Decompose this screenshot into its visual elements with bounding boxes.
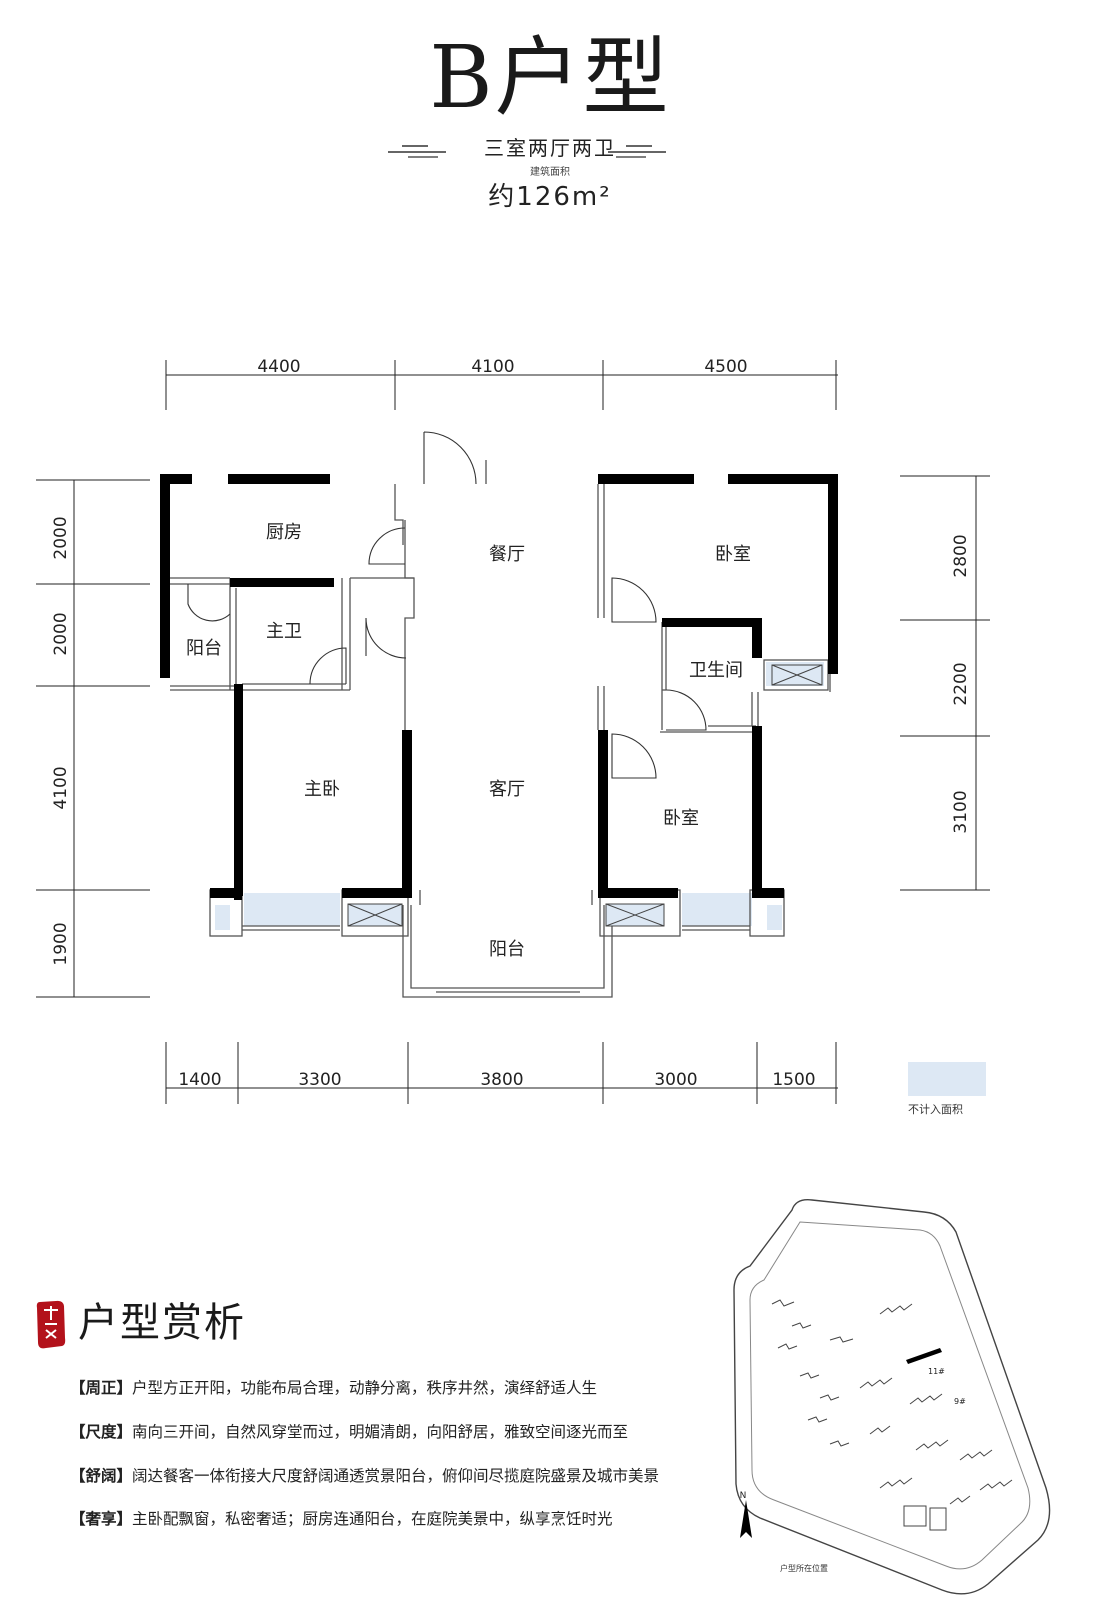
analysis-text: 主卧配飘窗，私密奢适；厨房连通阳台，在庭院美景中，纵享烹饪时光: [132, 1510, 613, 1528]
legend-swatch: [908, 1062, 986, 1096]
right-ornament: [608, 145, 666, 158]
dim-left-2: 2000: [51, 612, 71, 655]
north-arrow-icon: [740, 1500, 752, 1538]
analysis-title: 户型赏析: [78, 1300, 246, 1346]
building-label-9: 9#: [954, 1397, 966, 1406]
analysis-item: 【舒阔】阔达餐客一体衔接大尺度舒阔通透赏景阳台，俯仰间尽揽庭院盛景及城市美景: [70, 1464, 770, 1486]
area-label: 建筑面积: [530, 167, 570, 178]
floor-plan: 4400 4100 4500 1400 3300 3800 3000 1500 …: [36, 357, 990, 1104]
dim-right-2: 2200: [951, 662, 971, 705]
dim-right-1: 2800: [951, 534, 971, 577]
seal-stamp-icon: [36, 1300, 66, 1349]
north-label: N: [740, 1491, 747, 1501]
dim-bottom-4: 3000: [654, 1070, 697, 1090]
room-kitchen: 厨房: [266, 522, 302, 543]
legend-label: 不计入面积: [908, 1103, 963, 1116]
analysis-text: 南向三开间，自然风穿堂而过，明媚清朗，向阳舒居，雅致空间逐光而至: [132, 1423, 629, 1441]
room-master-bedroom: 主卧: [304, 779, 340, 800]
analysis-key: 【舒阔】: [70, 1467, 133, 1485]
room-dining: 餐厅: [489, 544, 525, 565]
dim-left-4: 1900: [51, 922, 71, 965]
dim-top-3: 4500: [704, 357, 747, 377]
area-value: 约126m²: [488, 182, 612, 212]
dim-top-1: 4400: [257, 357, 300, 377]
dim-bottom-5: 1500: [772, 1070, 815, 1090]
dim-left-1: 2000: [51, 516, 71, 559]
room-bedroom-ne: 卧室: [715, 544, 751, 565]
dim-bottom-1: 1400: [178, 1070, 221, 1090]
dim-right-3: 3100: [951, 790, 971, 833]
analysis-item: 【奢享】主卧配飘窗，私密奢适；厨房连通阳台，在庭院美景中，纵享烹饪时光: [70, 1507, 770, 1529]
analysis-text: 户型方正开阳，功能布局合理，动静分离，秩序井然，演绎舒适人生: [132, 1379, 598, 1397]
room-balcony-w: 阳台: [186, 638, 222, 659]
room-balcony-s: 阳台: [489, 939, 525, 960]
room-bedroom-se: 卧室: [663, 808, 699, 829]
dim-bottom-3: 3800: [480, 1070, 523, 1090]
left-ornament: [388, 145, 446, 158]
dim-bottom-2: 3300: [298, 1070, 341, 1090]
analysis-item: 【周正】户型方正开阳，功能布局合理，动静分离，秩序井然，演绎舒适人生: [70, 1376, 770, 1398]
site-position-label: 户型所在位置: [780, 1564, 828, 1573]
layout-subtitle: 三室两厅两卫: [484, 136, 616, 160]
analysis-key: 【周正】: [70, 1379, 133, 1397]
analysis-key: 【尺度】: [70, 1423, 133, 1441]
room-bathroom: 卫生间: [689, 660, 743, 681]
room-master-bath: 主卫: [266, 621, 302, 642]
dim-top-2: 4100: [471, 357, 514, 377]
building-label-11: 11#: [928, 1367, 945, 1376]
analysis-text: 阔达餐客一体衔接大尺度舒阔通透赏景阳台，俯仰间尽揽庭院盛景及城市美景: [132, 1467, 660, 1485]
plan-title: B户型: [429, 28, 671, 128]
analysis-key: 【奢享】: [70, 1510, 133, 1528]
dim-left-3: 4100: [51, 766, 71, 809]
room-living: 客厅: [489, 779, 525, 800]
site-map: 11# 9# N: [733, 1199, 1051, 1595]
analysis-item: 【尺度】南向三开间，自然风穿堂而过，明媚清朗，向阳舒居，雅致空间逐光而至: [70, 1420, 770, 1442]
